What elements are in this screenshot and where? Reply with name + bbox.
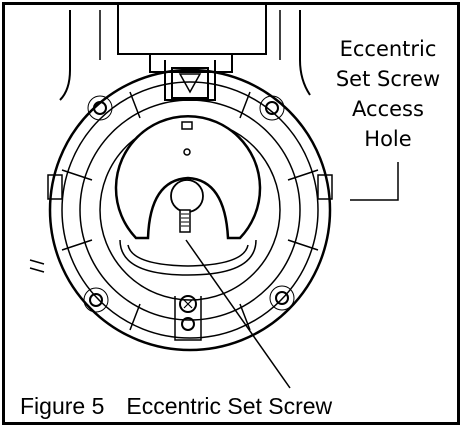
figure-caption: Figure 5 Eccentric Set Screw — [20, 393, 332, 420]
lower-post — [174, 295, 202, 341]
bracket — [164, 60, 216, 101]
callout-line-4: Hole — [364, 127, 412, 151]
wire-lead — [29, 259, 45, 273]
callout-leaders — [185, 162, 399, 389]
set-screw — [179, 209, 191, 233]
callout-line-3: Access — [352, 97, 424, 121]
access-hole-callout: Eccentric Set Screw Access Hole — [318, 34, 458, 154]
eccentric-cam — [114, 114, 262, 276]
callout-line-2: Set Screw — [335, 67, 441, 91]
callout-line-1: Eccentric — [339, 37, 437, 61]
figure-number: Figure 5 — [20, 393, 105, 419]
upper-housing — [59, 3, 311, 101]
figure-title: Eccentric Set Screw — [126, 393, 333, 419]
mounting-plate — [47, 68, 333, 352]
